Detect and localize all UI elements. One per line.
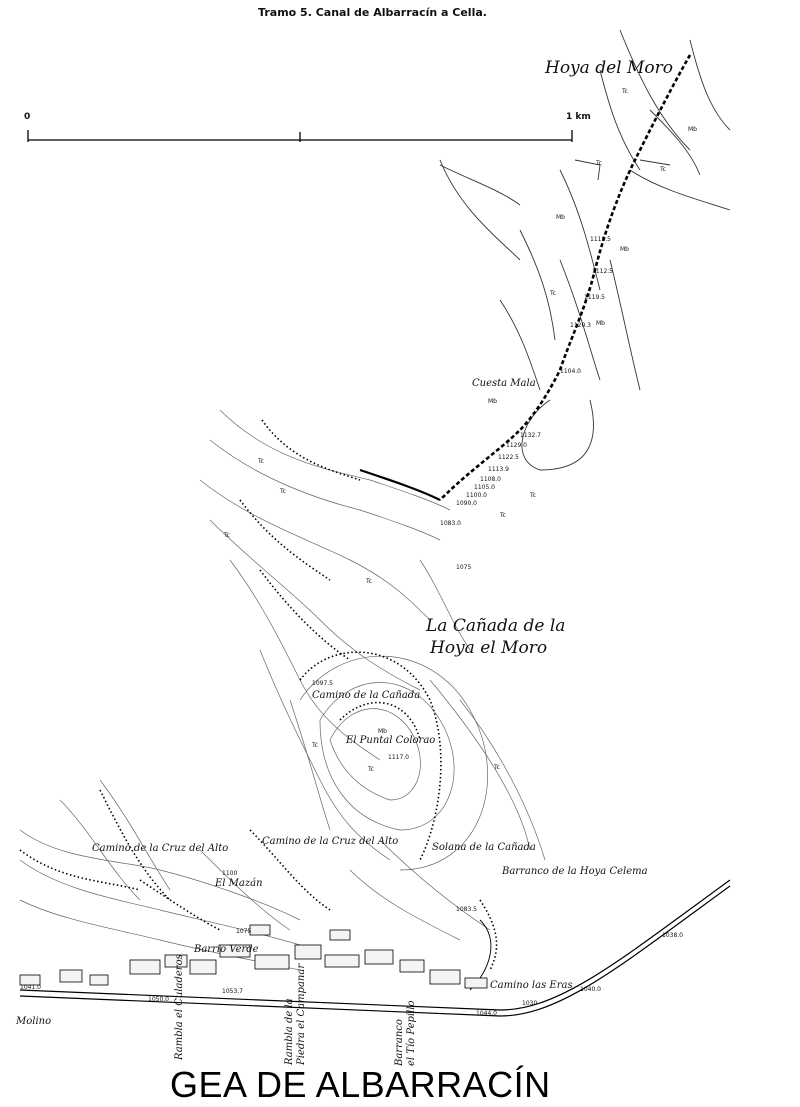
elevation-label: 1041.0 xyxy=(20,984,41,991)
geo-code-tc: Tc xyxy=(280,488,286,495)
geo-code-mb: Mb xyxy=(378,728,387,735)
town-name: GEA DE ALBARRACÍN xyxy=(170,1064,551,1105)
elevation-label: 1119.5 xyxy=(584,294,605,301)
place-solana: Solana de la Cañada xyxy=(432,842,536,853)
place-camino-eras: Camino las Eras xyxy=(490,980,573,991)
elevation-label: 1105.0 xyxy=(474,484,495,491)
scale-start-label: 0 xyxy=(24,112,31,122)
geo-code-tc: Tc xyxy=(530,492,536,499)
geo-code-mb: Mb xyxy=(688,126,697,133)
elevation-label: 1100 xyxy=(222,870,238,877)
geo-code-tc: Tc xyxy=(660,166,666,173)
elevation-label: 1119.5 xyxy=(590,236,611,243)
place-canada-line1: La Cañada de la xyxy=(426,616,566,636)
geo-code-mb: Mb xyxy=(488,398,497,405)
geo-code-tc: Tc xyxy=(224,532,230,539)
geo-code-mb: Mb xyxy=(620,246,629,253)
geo-code-tc: Tc xyxy=(312,742,318,749)
geo-code-tc: Tc xyxy=(258,458,264,465)
place-camino-canada: Camino de la Cañada xyxy=(312,690,421,701)
scale-bar xyxy=(27,130,573,142)
place-canada-line2: Hoya el Moro xyxy=(430,638,548,658)
geo-code-tc: Tc xyxy=(622,88,628,95)
elevation-label: 1100.0 xyxy=(466,492,487,499)
contours-west xyxy=(19,409,546,971)
elevation-label: 1075 xyxy=(236,928,252,935)
elevation-label: 1053.7 xyxy=(222,988,243,995)
elevation-label: 1083.5 xyxy=(456,906,477,913)
geo-code-tc: Tc xyxy=(500,512,506,519)
elevation-label: 1030 xyxy=(522,1000,538,1007)
elevation-label: 1120.3 xyxy=(570,322,591,329)
elevation-label: 1108.0 xyxy=(480,476,501,483)
geo-code-mb: Mb xyxy=(596,320,605,327)
place-hoya-del-moro: Hoya del Moro xyxy=(545,58,673,78)
elevation-label: 1122.5 xyxy=(498,454,519,461)
elevation-label: 1112.5 xyxy=(592,268,613,275)
ridge-hachures xyxy=(19,419,498,971)
geo-code-tc: Tc xyxy=(494,764,500,771)
elevation-label: 1050.0 xyxy=(148,996,169,1003)
elevation-label: 1104.0 xyxy=(560,368,581,375)
place-barrio-verde: Barrio Verde xyxy=(194,944,259,955)
place-camino-cruz-2: Camino de la Cruz del Alto xyxy=(262,836,399,847)
elevation-label: 1117.0 xyxy=(388,754,409,761)
elevation-label: 1075 xyxy=(456,564,472,571)
place-molino: Molino xyxy=(16,1016,52,1027)
elevation-label: 1090.0 xyxy=(456,500,477,507)
place-puntal-colorao: El Puntal Colorao xyxy=(346,735,436,746)
elevation-label: 1038.0 xyxy=(662,932,683,939)
place-barranco-tio-1: Barranco xyxy=(394,1019,405,1066)
village-buildings xyxy=(19,924,488,989)
place-cuesta-mala: Cuesta Mala xyxy=(472,378,536,389)
elevation-label: 1129.0 xyxy=(506,442,527,449)
terrain-north xyxy=(439,29,731,471)
place-barranco-tio-2: el Tío Pepillo xyxy=(406,1000,417,1066)
elevation-label: 1083.0 xyxy=(440,520,461,527)
geo-code-tc: Tc xyxy=(368,766,374,773)
scale-end-label: 1 km xyxy=(566,112,591,122)
place-rambla-culaderos: Rambla el Culaderos xyxy=(174,954,185,1060)
roads xyxy=(19,879,731,1017)
elevation-label: 1040.0 xyxy=(580,986,601,993)
canal-route xyxy=(359,54,692,501)
place-camino-cruz-1: Camino de la Cruz del Alto xyxy=(92,843,229,854)
geo-code-mb: Mb xyxy=(556,214,565,221)
elevation-label: 1097.5 xyxy=(312,680,333,687)
elevation-label: 1113.9 xyxy=(488,466,509,473)
geo-code-tc: Tc xyxy=(366,578,372,585)
place-rambla-piedra-1: Rambla de la xyxy=(284,998,295,1065)
place-rambla-piedra-2: Piedra el Campanar xyxy=(296,963,307,1065)
geo-code-tc: Tc xyxy=(596,160,602,167)
elevation-label: 1044.0 xyxy=(476,1010,497,1017)
geo-code-tc: Tc xyxy=(550,290,556,297)
place-mazan: El Mazán xyxy=(215,878,263,889)
map-title: Tramo 5. Canal de Albarracín a Cella. xyxy=(258,6,487,19)
elevation-label: 1132.7 xyxy=(520,432,541,439)
place-barranco-hoya: Barranco de la Hoya Celema xyxy=(502,866,648,877)
